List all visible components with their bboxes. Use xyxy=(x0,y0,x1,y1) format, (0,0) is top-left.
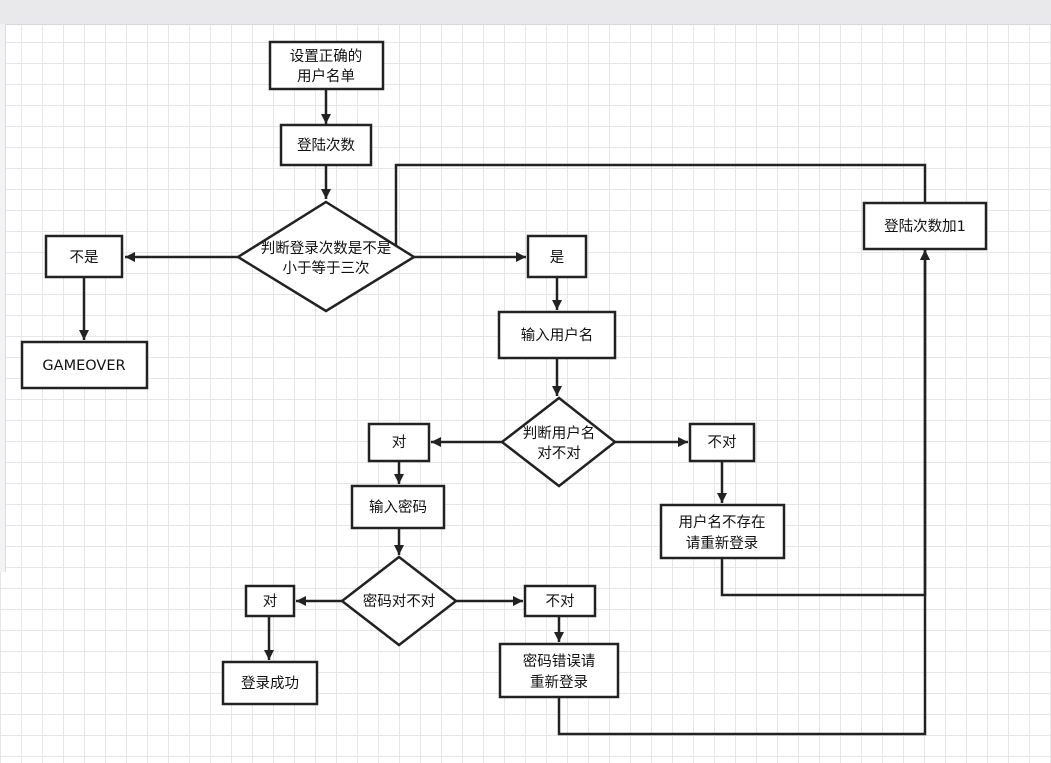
node-check-password-label: 密码对不对 xyxy=(363,593,436,610)
node-input-username: 输入用户名 xyxy=(497,310,617,360)
node-pwd-error-line1: 密码错误请 xyxy=(523,653,596,670)
node-yes: 是 xyxy=(526,234,588,279)
node-user-not-exist-line1: 用户名不存在 xyxy=(679,514,766,531)
node-user-wrong: 不对 xyxy=(688,422,756,463)
node-user-wrong-label: 不对 xyxy=(708,434,737,451)
node-set-user-list-line1: 设置正确的 xyxy=(290,48,363,65)
node-pwd-wrong-label: 不对 xyxy=(546,593,575,610)
arrow-pwd-error-to-increment xyxy=(557,250,930,736)
window-top-bar xyxy=(0,0,1051,25)
node-input-password-label: 输入密码 xyxy=(369,499,427,516)
node-set-user-list-line2: 用户名单 xyxy=(297,68,355,85)
node-check-username-line2: 对不对 xyxy=(537,445,581,462)
node-pwd-correct: 对 xyxy=(244,584,296,618)
node-no-label: 不是 xyxy=(70,250,99,266)
node-pwd-correct-label: 对 xyxy=(263,593,278,610)
arrow-increment-to-check xyxy=(394,163,927,262)
node-input-username-label: 输入用户名 xyxy=(521,327,594,344)
node-user-correct: 对 xyxy=(367,422,431,463)
node-pwd-error: 密码错误请 重新登录 xyxy=(498,642,620,699)
node-login-success-label: 登录成功 xyxy=(241,675,299,692)
node-check-count-line1: 判断登录次数是不是 xyxy=(261,240,392,257)
node-increment-count: 登陆次数加1 xyxy=(862,201,988,251)
connectors xyxy=(79,90,930,736)
node-user-not-exist-line2: 请重新登录 xyxy=(686,535,759,552)
node-no: 不是 xyxy=(44,234,124,279)
node-yes-label: 是 xyxy=(550,250,565,266)
node-login-success: 登录成功 xyxy=(221,660,319,706)
node-login-count: 登陆次数 xyxy=(279,123,373,167)
node-input-password: 输入密码 xyxy=(350,484,446,530)
node-game-over: GAMEOVER xyxy=(20,340,149,390)
node-user-not-exist: 用户名不存在 请重新登录 xyxy=(659,503,786,560)
node-check-password: 密码对不对 xyxy=(339,555,459,647)
node-pwd-error-line2: 重新登录 xyxy=(530,674,588,691)
left-edge-panel xyxy=(0,24,6,572)
node-check-count-line2: 小于等于三次 xyxy=(283,259,370,277)
node-game-over-label: GAMEOVER xyxy=(42,358,125,374)
node-pwd-wrong: 不对 xyxy=(523,584,597,618)
node-check-username: 判断用户名 对不对 xyxy=(499,396,618,488)
node-check-count: 判断登录次数是不是 小于等于三次 xyxy=(235,200,417,313)
node-user-correct-label: 对 xyxy=(392,434,407,451)
node-login-count-label: 登陆次数 xyxy=(297,137,355,154)
node-set-user-list: 设置正确的 用户名单 xyxy=(268,40,385,91)
node-increment-count-label: 登陆次数加1 xyxy=(884,218,966,235)
node-check-username-line1: 判断用户名 xyxy=(523,425,596,442)
